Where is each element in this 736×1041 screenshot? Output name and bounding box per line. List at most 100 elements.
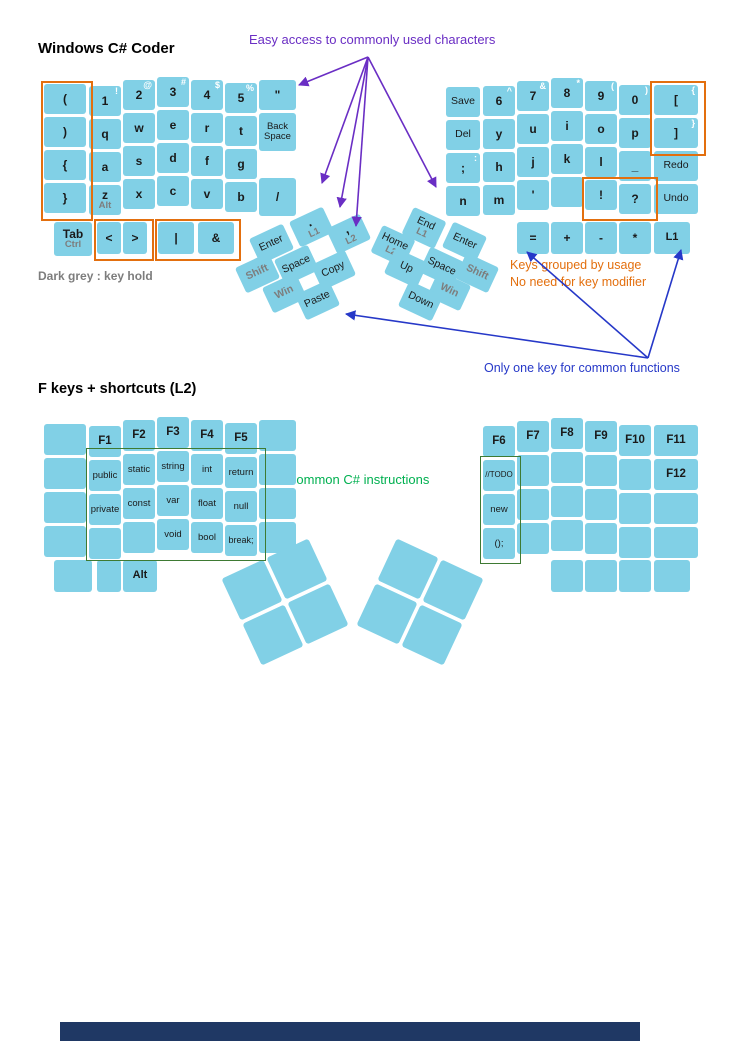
main-layer-title: Windows C# Coder [38, 40, 175, 57]
key-r: r [191, 113, 223, 143]
key-blank [517, 489, 549, 520]
key-blank [551, 452, 583, 483]
key-j: j [517, 147, 549, 177]
key-back-space: Back Space [259, 113, 296, 151]
key-blank [585, 455, 617, 486]
key-p: p [619, 118, 651, 148]
key-b: b [225, 182, 257, 212]
key-blank [619, 493, 651, 524]
key-blank [585, 523, 617, 554]
key-f2: F2 [123, 420, 155, 451]
key-f12: F12 [654, 459, 698, 490]
key-f5: F5 [225, 423, 257, 454]
key-blank [619, 560, 651, 592]
common-cs-note: Common C# instructions [287, 472, 430, 487]
key-u: u [517, 114, 549, 144]
key-blank [44, 424, 86, 455]
key-h: h [483, 152, 515, 182]
key-7: 7& [517, 81, 549, 111]
key-apostrophe: ' [517, 180, 549, 210]
key-minus: - [585, 222, 617, 254]
fn-layer-title: F keys + shortcuts (L2) [38, 381, 197, 397]
key-blank [619, 527, 651, 558]
key-k: k [551, 144, 583, 174]
key-c: c [157, 176, 189, 206]
key-ampersand: & [198, 222, 234, 254]
one-key-arrow [647, 249, 684, 359]
key-l: l [585, 147, 617, 177]
key-blank [551, 560, 583, 592]
key-int: int [191, 454, 223, 485]
key-blank [54, 560, 92, 592]
key-plus: + [551, 222, 583, 254]
key-blank [259, 454, 296, 485]
key-greater-than: > [123, 222, 147, 254]
key-e: e [157, 110, 189, 140]
key-f9: F9 [585, 421, 617, 452]
key-semicolon: ;: [446, 153, 480, 183]
key-save: Save [446, 87, 480, 117]
key-bracket-close: ]} [654, 118, 698, 148]
key-blank [259, 488, 296, 519]
key-blank [551, 486, 583, 517]
key-f: f [191, 146, 223, 176]
key-redo: Redo [654, 151, 698, 181]
key-v: v [191, 179, 223, 209]
key-blank [44, 526, 86, 557]
easy-access-arrow [367, 56, 437, 188]
key-q: q [89, 119, 121, 149]
one-key-functions-note: Only one key for common functions [484, 361, 680, 375]
key-blank [97, 560, 121, 592]
key-bracket-open: [{ [654, 85, 698, 115]
key-float: float [191, 488, 223, 519]
key-blank [585, 489, 617, 520]
key-new: new [483, 494, 515, 525]
key-equals: = [517, 222, 549, 254]
key-f3: F3 [157, 417, 189, 448]
key-6: 6^ [483, 86, 515, 116]
key-brace-close: } [44, 183, 86, 213]
key-2: 2@ [123, 80, 155, 110]
key-f1: F1 [89, 426, 121, 457]
key-f4: F4 [191, 420, 223, 451]
key-blank [259, 420, 296, 451]
key-g: g [225, 149, 257, 179]
key-exclamation: ! [585, 180, 617, 210]
key-f6: F6 [483, 426, 515, 457]
no-modifier-note: No need for key modifier [510, 275, 647, 289]
key-l1: L1 [654, 222, 690, 254]
key-m: m [483, 185, 515, 215]
key-parens-semicolon: (); [483, 528, 515, 559]
key-string: string [157, 451, 189, 482]
key-return: return [225, 457, 257, 488]
easy-access-arrow [336, 56, 369, 209]
key-const: const [123, 488, 155, 519]
easy-access-arrow [320, 56, 369, 184]
key-void: void [157, 519, 189, 550]
key-var: var [157, 485, 189, 516]
key-a: a [89, 152, 121, 182]
key-f8: F8 [551, 418, 583, 449]
key-underscore: _ [619, 151, 651, 181]
key-blank [585, 560, 617, 592]
key-del: Del [446, 120, 480, 150]
key-bool: bool [191, 522, 223, 553]
key-blank [654, 527, 698, 558]
easy-access-note: Easy access to commonly used characters [249, 32, 496, 47]
key-blank [123, 522, 155, 553]
key-blank [654, 493, 698, 524]
key-f11: F11 [654, 425, 698, 456]
key-blank [44, 458, 86, 489]
key-slash: / [259, 178, 296, 216]
grouped-by-usage-note: Keys grouped by usage [510, 258, 642, 272]
key-private: private [89, 494, 121, 525]
key-x: x [123, 179, 155, 209]
key-alt: Alt [123, 560, 157, 592]
key-todo-comment: //TODO [483, 460, 515, 491]
key-1: 1! [89, 86, 121, 116]
key-5: 5% [225, 83, 257, 113]
key-break: break; [225, 525, 257, 556]
